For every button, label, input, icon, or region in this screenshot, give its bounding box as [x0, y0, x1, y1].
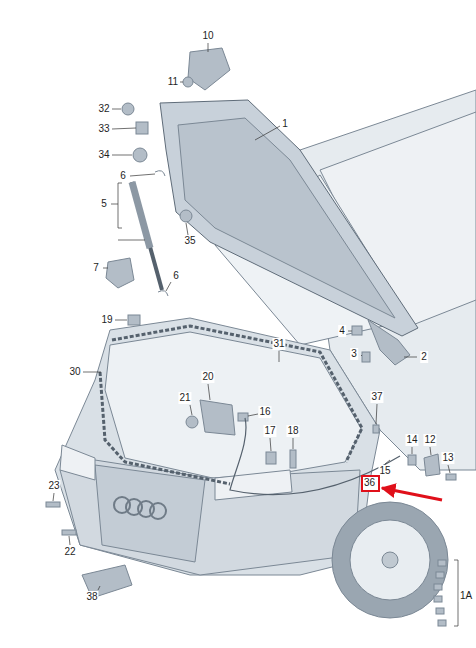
callout-number: 10 [201, 30, 214, 42]
callout-number: 3 [350, 348, 358, 360]
callout-number: 14 [405, 434, 418, 446]
callout-number: 37 [370, 391, 383, 403]
callout-number: 6 [119, 170, 127, 182]
callout-number: 12 [423, 434, 436, 446]
callout-number: 20 [201, 371, 214, 383]
callout-number: 31 [272, 338, 285, 350]
callout-number: 1A [459, 590, 473, 602]
callout-number: 15 [378, 465, 391, 477]
callout-number: 23 [47, 480, 60, 492]
callout-number: 18 [286, 425, 299, 437]
callout-number: 19 [100, 314, 113, 326]
callout-number: 11 [167, 76, 179, 88]
callout-number: 2 [420, 351, 428, 363]
callout-number: 1 [281, 118, 289, 130]
callout-number: 13 [441, 452, 454, 464]
callout-number: 16 [258, 406, 271, 418]
callout-number: 21 [178, 392, 191, 404]
callout-number: 5 [100, 198, 108, 210]
callout-number: 22 [63, 546, 76, 558]
callout-number: 6 [172, 270, 180, 282]
callout-number: 36 [364, 478, 377, 488]
callout-number: 34 [97, 149, 110, 161]
highlight-box: 36 [361, 475, 380, 492]
callout-number: 35 [183, 235, 196, 247]
callout-number: 32 [97, 103, 110, 115]
callout-number: 38 [85, 591, 98, 603]
callout-number: 17 [263, 425, 276, 437]
callout-number: 30 [68, 366, 81, 378]
callout-number: 33 [97, 123, 110, 135]
callout-number: 4 [338, 325, 346, 337]
callout-number: 7 [92, 262, 100, 274]
